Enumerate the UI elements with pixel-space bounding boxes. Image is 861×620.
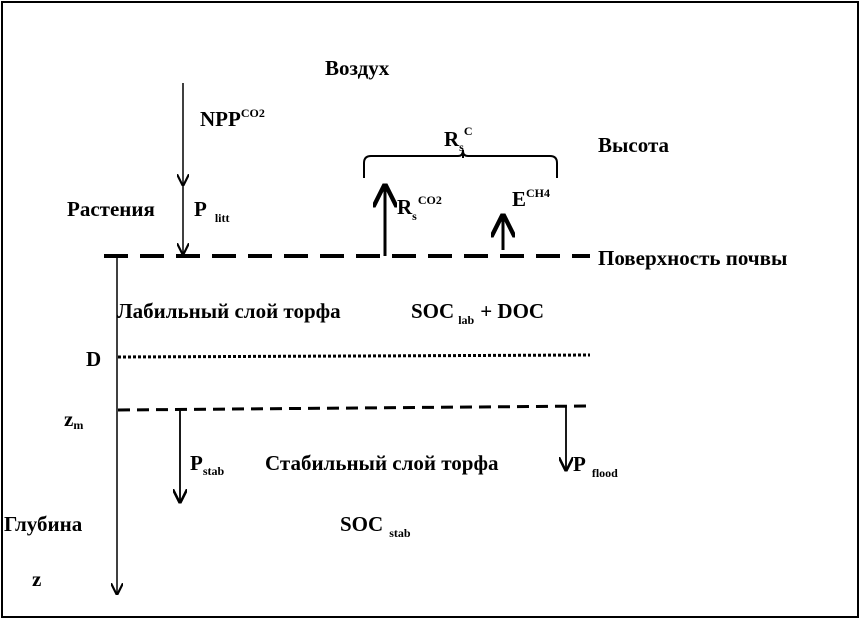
d-level-label: D <box>86 347 101 371</box>
height-label: Высота <box>598 133 670 157</box>
rs-co2-label: RsCO2 <box>397 193 442 223</box>
soil-surface-label: Поверхность почвы <box>598 246 787 270</box>
d-level-line <box>117 353 591 359</box>
labile-layer-label: Лабильный слой торфа <box>117 299 341 323</box>
rs-c-label: RsC <box>444 124 473 154</box>
p-stab-label: Pstab <box>190 451 224 478</box>
zm-level-line <box>117 404 593 412</box>
air-label: Воздух <box>325 56 390 80</box>
zm-label: zm <box>64 407 83 432</box>
depth-label: Глубина <box>4 512 83 536</box>
e-ch4-label: ECH4 <box>512 186 550 211</box>
rs-c-brace <box>363 149 558 178</box>
plants-label: Растения <box>67 197 155 221</box>
npp-label: NPPCO2 <box>200 106 265 131</box>
stable-layer-label: Стабильный слой торфа <box>265 451 499 475</box>
depth-variable-label: z <box>32 567 41 591</box>
